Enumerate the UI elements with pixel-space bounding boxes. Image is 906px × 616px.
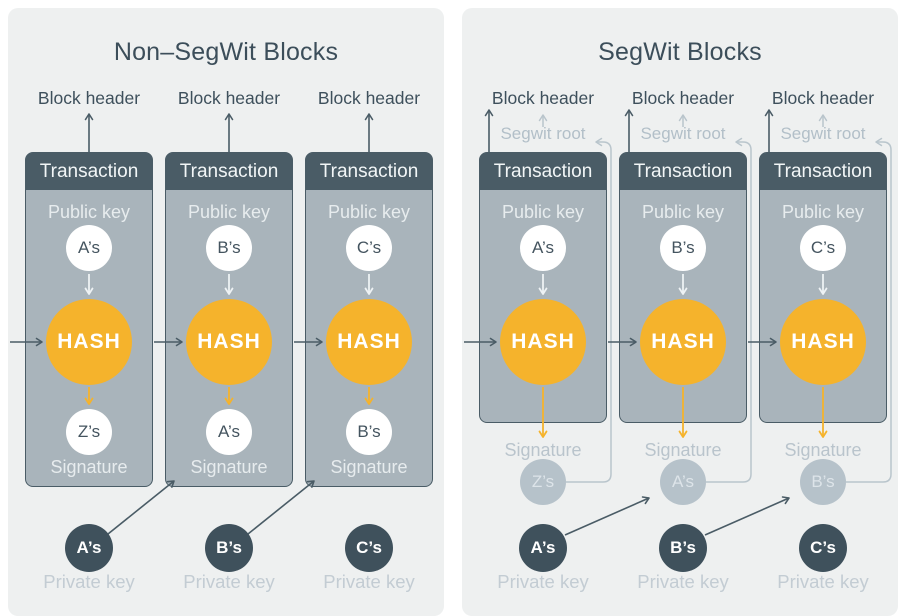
signature-owner: B’s <box>357 422 381 441</box>
public-key-label: Public key <box>187 202 271 222</box>
signature-circle: B’s <box>800 459 846 505</box>
public-key-circle: C’s <box>346 225 392 271</box>
hash-label: HASH <box>197 330 261 353</box>
private-key-owner: A’s <box>76 538 102 557</box>
signature-label: Signature <box>644 440 722 460</box>
block-header-label: Block header <box>771 88 875 108</box>
private-key-label: Private key <box>497 571 589 592</box>
transaction-column: Block header Segwit root Transaction Pub… <box>619 8 747 616</box>
signature-label: Signature <box>330 457 408 477</box>
signature-circle: A’s <box>206 409 252 455</box>
signature-label: Signature <box>784 440 862 460</box>
transaction-header: Transaction <box>26 153 152 190</box>
signature-label: Signature <box>190 457 268 477</box>
signature-owner: A’s <box>217 422 241 441</box>
hash-label: HASH <box>337 330 401 353</box>
block-header-label: Block header <box>37 88 141 108</box>
public-key-circle: A’s <box>66 225 112 271</box>
transaction-header: Transaction <box>760 153 886 190</box>
segwit-root-label: Segwit root <box>780 124 866 143</box>
block-header-label: Block header <box>177 88 281 108</box>
public-key-owner: C’s <box>810 238 836 257</box>
hash-circle: HASH <box>500 299 586 385</box>
signature-label: Signature <box>50 457 128 477</box>
private-key-circle: A’s <box>519 524 567 572</box>
public-key-label: Public key <box>47 202 131 222</box>
public-key-circle: B’s <box>206 225 252 271</box>
private-key-label: Private key <box>777 571 869 592</box>
transaction-header: Transaction <box>480 153 606 190</box>
private-key-owner: B’s <box>670 538 696 557</box>
non-segwit-panel: Non–SegWit Blocks Block header Transacti… <box>8 8 444 616</box>
private-key-label: Private key <box>323 571 415 592</box>
private-key-circle: A’s <box>65 524 113 572</box>
transaction-column: Block header Transaction Public key B’s … <box>165 8 293 616</box>
public-key-label: Public key <box>501 202 585 222</box>
hash-label: HASH <box>511 330 575 353</box>
public-key-owner: B’s <box>217 238 241 257</box>
public-key-circle: A’s <box>520 225 566 271</box>
transaction-header: Transaction <box>166 153 292 190</box>
private-key-circle: B’s <box>659 524 707 572</box>
signature-circle: A’s <box>660 459 706 505</box>
public-key-circle: C’s <box>800 225 846 271</box>
private-key-circle: C’s <box>799 524 847 572</box>
transaction-header: Transaction <box>620 153 746 190</box>
signature-circle: Z’s <box>520 459 566 505</box>
public-key-label: Public key <box>781 202 865 222</box>
private-key-label: Private key <box>183 571 275 592</box>
private-key-label: Private key <box>43 571 135 592</box>
segwit-panel: SegWit Blocks Block header Segwit root T… <box>462 8 898 616</box>
public-key-label: Public key <box>641 202 725 222</box>
private-key-circle: C’s <box>345 524 393 572</box>
transaction-column: Block header Segwit root Transaction Pub… <box>479 8 607 616</box>
block-header-label: Block header <box>631 88 735 108</box>
signature-owner: B’s <box>811 472 835 491</box>
hash-circle: HASH <box>46 299 132 385</box>
private-key-owner: C’s <box>810 538 836 557</box>
public-key-owner: B’s <box>671 238 695 257</box>
private-key-owner: C’s <box>356 538 382 557</box>
signature-owner: Z’s <box>77 422 101 441</box>
hash-circle: HASH <box>326 299 412 385</box>
public-key-label: Public key <box>327 202 411 222</box>
signature-circle: B’s <box>346 409 392 455</box>
private-key-circle: B’s <box>205 524 253 572</box>
public-key-owner: C’s <box>356 238 382 257</box>
public-key-owner: A’s <box>531 238 555 257</box>
hash-label: HASH <box>57 330 121 353</box>
private-key-owner: A’s <box>530 538 556 557</box>
transaction-header: Transaction <box>306 153 432 190</box>
transaction-column: Block header Transaction Public key C’s … <box>305 8 433 616</box>
signature-circle: Z’s <box>66 409 112 455</box>
transaction-column: Block header Transaction Public key A’s … <box>25 8 153 616</box>
hash-label: HASH <box>791 330 855 353</box>
transaction-column: Block header Segwit root Transaction Pub… <box>759 8 887 616</box>
hash-circle: HASH <box>186 299 272 385</box>
block-header-label: Block header <box>317 88 421 108</box>
panel-title: Non–SegWit Blocks <box>113 38 339 66</box>
private-key-owner: B’s <box>216 538 242 557</box>
segwit-root-label: Segwit root <box>640 124 726 143</box>
signature-label: Signature <box>504 440 582 460</box>
private-key-label: Private key <box>637 571 729 592</box>
hash-label: HASH <box>651 330 715 353</box>
signature-owner: Z’s <box>531 472 555 491</box>
block-header-label: Block header <box>491 88 595 108</box>
segwit-root-label: Segwit root <box>500 124 586 143</box>
public-key-circle: B’s <box>660 225 706 271</box>
public-key-owner: A’s <box>77 238 101 257</box>
hash-circle: HASH <box>640 299 726 385</box>
hash-circle: HASH <box>780 299 866 385</box>
signature-owner: A’s <box>671 472 695 491</box>
panel-title: SegWit Blocks <box>598 38 762 66</box>
